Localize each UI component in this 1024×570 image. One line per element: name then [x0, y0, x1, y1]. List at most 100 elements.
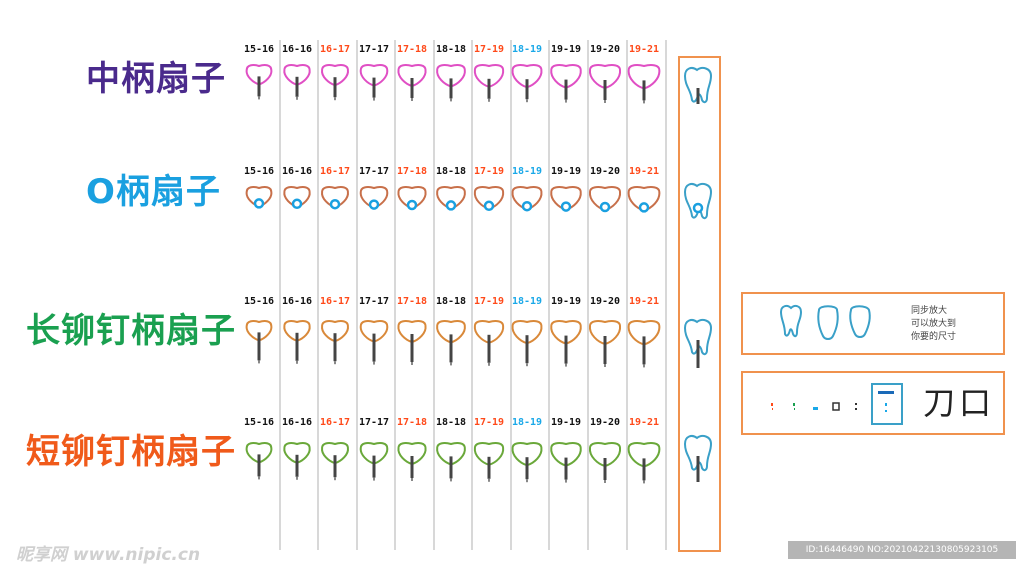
fan-outline: [321, 186, 349, 209]
ring-handle: [406, 199, 418, 211]
fan-shape: [507, 316, 547, 380]
fan-outline: [359, 186, 389, 209]
stick-handle: [642, 336, 646, 365]
size-label: 17-19: [473, 166, 505, 177]
size-label: 16-16: [281, 296, 313, 307]
fan-outline: [283, 442, 311, 464]
fan-shape: [315, 182, 355, 246]
size-label: 17-19: [473, 296, 505, 307]
column-guide-line: [279, 40, 281, 550]
fan-shape: [392, 60, 432, 124]
column-guide-line: [548, 40, 550, 550]
size-label: 19-21: [628, 296, 660, 307]
stick-handle: [333, 333, 337, 362]
size-label: 15-16: [243, 44, 275, 55]
size-label: 19-19: [550, 166, 582, 177]
fan-shape: [277, 438, 317, 502]
column-guide-line: [471, 40, 473, 550]
size-label: 18-18: [435, 166, 467, 177]
stick-handle: [603, 80, 607, 100]
fan-shape: [546, 182, 586, 246]
stick-handle: [449, 78, 453, 99]
fan-shape: [239, 182, 279, 246]
fan-shape: [354, 316, 394, 380]
ring-handle: [253, 198, 265, 209]
fan-outline: [588, 442, 622, 468]
size-label: 19-20: [589, 417, 621, 428]
size-label: 19-19: [550, 417, 582, 428]
size-label: 18-19: [511, 44, 543, 55]
fan-shape: [277, 182, 317, 246]
size-label: 17-18: [396, 166, 428, 177]
fan-shape: [585, 182, 625, 246]
stick-handle: [603, 336, 607, 364]
fan-shape: [469, 316, 509, 380]
fan-outline: [397, 186, 427, 210]
stick-handle: [295, 454, 299, 477]
fan-shape: [239, 316, 279, 380]
size-label: 17-17: [358, 417, 390, 428]
tooth-icon: [679, 62, 719, 122]
fan-outline: [550, 320, 582, 345]
fan-shape: [277, 60, 317, 124]
fan-shape: [315, 316, 355, 380]
fan-outline: [588, 320, 622, 346]
size-label: 17-18: [396, 44, 428, 55]
knife-marks-icon: [771, 402, 857, 411]
fan-outline: [473, 186, 505, 210]
stick-handle: [564, 79, 568, 100]
size-label: 18-18: [435, 296, 467, 307]
stick-handle: [564, 335, 568, 364]
size-label: 19-19: [550, 296, 582, 307]
ring-handle: [368, 199, 380, 210]
fan-shape: [624, 438, 664, 502]
fan-outline: [436, 442, 466, 466]
column-guide-line: [356, 40, 358, 550]
fan-outline: [245, 186, 273, 208]
size-label: 18-19: [511, 417, 543, 428]
fan-shape: [469, 438, 509, 502]
size-label: 16-17: [319, 44, 351, 55]
column-guide-line: [433, 40, 435, 550]
tooth-icon: [679, 178, 719, 238]
fan-outline: [511, 320, 543, 345]
fan-shape: [585, 316, 625, 380]
ring-handle: [483, 200, 495, 212]
fan-outline: [511, 64, 543, 89]
scale-note-line-1: 同步放大: [911, 306, 948, 316]
fan-shape: [546, 438, 586, 502]
ring-handle: [329, 198, 341, 210]
ring-handle: [560, 201, 572, 212]
stick-handle: [372, 455, 376, 478]
size-label: 18-18: [435, 44, 467, 55]
ring-handle: [291, 198, 303, 210]
size-label: 19-20: [589, 44, 621, 55]
stick-handle: [333, 455, 337, 478]
fan-shape: [431, 60, 471, 124]
stick-handle: [564, 457, 568, 480]
size-label: 19-20: [589, 166, 621, 177]
size-label: 16-16: [281, 44, 313, 55]
size-label: 17-18: [396, 417, 428, 428]
stick-handle: [333, 77, 337, 98]
fan-shape: [624, 316, 664, 380]
size-label: 19-21: [628, 44, 660, 55]
row-title-middle-handle: 中柄扇子: [86, 59, 226, 99]
ring-handle: [521, 200, 533, 212]
fan-outline: [550, 186, 582, 211]
fan-outline: [245, 320, 273, 342]
row-title-short-rivet: 短铆钉柄扇子: [26, 432, 236, 472]
fan-shape: [392, 438, 432, 502]
size-label: 17-19: [473, 44, 505, 55]
fan-shape: [431, 438, 471, 502]
column-guide-line: [510, 40, 512, 550]
fan-outline: [359, 442, 389, 465]
fan-outline: [436, 64, 466, 88]
stick-handle: [525, 79, 529, 100]
fan-shape: [354, 438, 394, 502]
stick-handle: [487, 334, 491, 363]
fan-shape: [392, 182, 432, 246]
fan-outline: [283, 186, 311, 208]
comparison-column: [678, 56, 721, 552]
